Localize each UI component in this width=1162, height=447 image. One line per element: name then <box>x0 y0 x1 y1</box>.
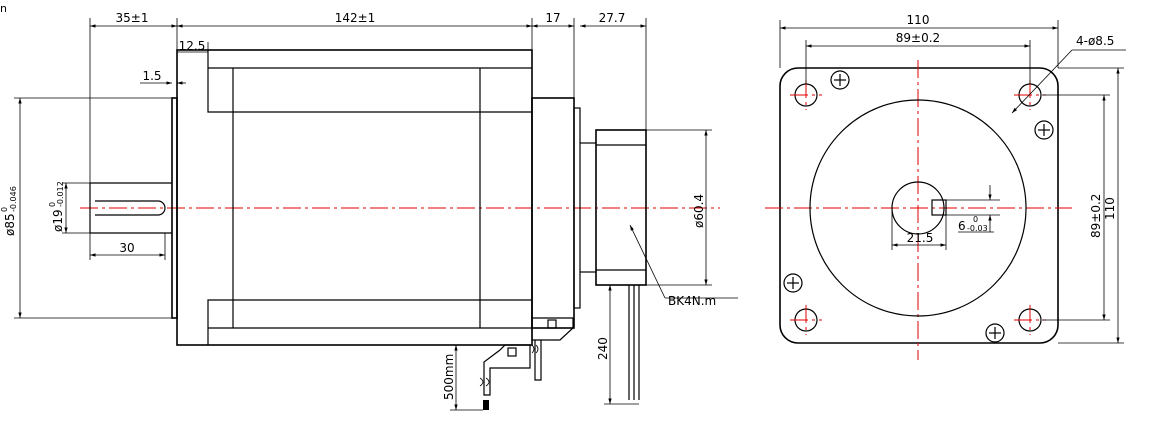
dim-front-width: 110 <box>779 13 1059 68</box>
dim-brake-lead-length: 240 <box>596 284 639 405</box>
label-pilot-step: 1.5 <box>142 69 161 83</box>
label-holes: 4-ø8.5 <box>1076 34 1114 48</box>
shaft-keyway <box>95 200 166 216</box>
dim-motor-lead-length: 500mm <box>442 344 505 411</box>
dim-pilot-diameter: ø85 0 -0.046 <box>0 97 172 319</box>
motor-body <box>176 49 533 346</box>
dim-brake-spacer: 17 <box>532 11 575 98</box>
dim-brake-length: 27.7 <box>580 11 647 130</box>
pilot-circle <box>809 99 1027 317</box>
motor-lead <box>479 344 531 410</box>
front-view: 110 89±0.2 4-ø8.5 89±0.2 <box>765 13 1126 360</box>
label-key-length: 30 <box>119 241 134 255</box>
dim-shaft-length: 35±1 <box>89 11 178 183</box>
side-view: 35±1 142±1 17 27.7 <box>0 11 738 411</box>
dim-bolt-spacing-h: 89±0.2 <box>805 31 1031 84</box>
label-shaft-tol-upper: 0 <box>48 202 57 207</box>
label-front-width: 110 <box>907 13 930 27</box>
dim-shaft-diameter: ø19 0 -0.012 <box>48 181 90 234</box>
dim-holes-callout: 4-ø8.5 <box>1011 34 1126 114</box>
label-bolt-spacing-v: 89±0.2 <box>1089 194 1103 238</box>
dim-key-width: 6 0 -0.03 <box>946 185 1000 233</box>
corner-mark: n <box>0 2 7 15</box>
dim-pilot-step: 1.5 <box>140 69 186 85</box>
motor-cable-gland <box>531 317 574 381</box>
dim-front-height: 110 <box>1058 67 1124 344</box>
screw-head-icon <box>783 273 803 293</box>
dim-key-length: 30 <box>89 233 166 260</box>
dim-key-height: 21.5 <box>891 208 947 250</box>
label-brake-callout: BK4N.m <box>668 294 716 308</box>
dim-brake-diameter: ø60.4 <box>646 129 712 286</box>
label-shaft-diameter: ø19 <box>51 209 65 232</box>
dim-body-length: 142±1 <box>177 11 533 98</box>
label-pilot-tol-upper: 0 <box>0 207 9 212</box>
svg-text:ø85: ø85 <box>3 213 17 236</box>
label-shaft-length: 35±1 <box>116 11 149 25</box>
dim-bolt-spacing-v: 89±0.2 <box>1042 94 1110 321</box>
label-brake-spacer: 17 <box>545 11 560 25</box>
label-bolt-spacing-h: 89±0.2 <box>896 31 940 45</box>
label-brake-length: 27.7 <box>599 11 626 25</box>
dim-flange-thickness: 12.5 <box>177 39 209 68</box>
brake-callout: BK4N.m <box>629 224 738 308</box>
shaft-key <box>931 199 947 216</box>
screw-heads <box>783 70 1054 343</box>
label-front-height: 110 <box>1103 197 1117 220</box>
label-key-tol-lower: -0.03 <box>967 224 988 233</box>
label-brake-lead-length: 240 <box>596 337 610 360</box>
label-key-width: 6 <box>958 219 966 233</box>
shaft <box>89 182 172 234</box>
label-shaft-tol-lower: -0.012 <box>56 181 65 207</box>
screw-head-icon <box>1034 120 1054 140</box>
screw-head-icon <box>985 323 1005 343</box>
rear-end-cap <box>531 97 575 329</box>
label-flange-thickness: 12.5 <box>179 39 206 53</box>
label-brake-diameter: ø60.4 <box>692 194 706 228</box>
label-pilot-diameter: ø85 <box>3 213 17 236</box>
label-key-tol-upper: 0 <box>973 215 978 224</box>
label-key-height: 21.5 <box>907 231 934 245</box>
label-body-length: 142±1 <box>335 11 376 25</box>
screw-head-icon <box>830 70 850 90</box>
rear-step <box>573 107 581 309</box>
brake-leads <box>628 285 640 400</box>
front-flange <box>779 67 1059 344</box>
label-motor-lead-length: 500mm <box>442 354 456 400</box>
label-pilot-tol-lower: -0.046 <box>9 186 18 212</box>
